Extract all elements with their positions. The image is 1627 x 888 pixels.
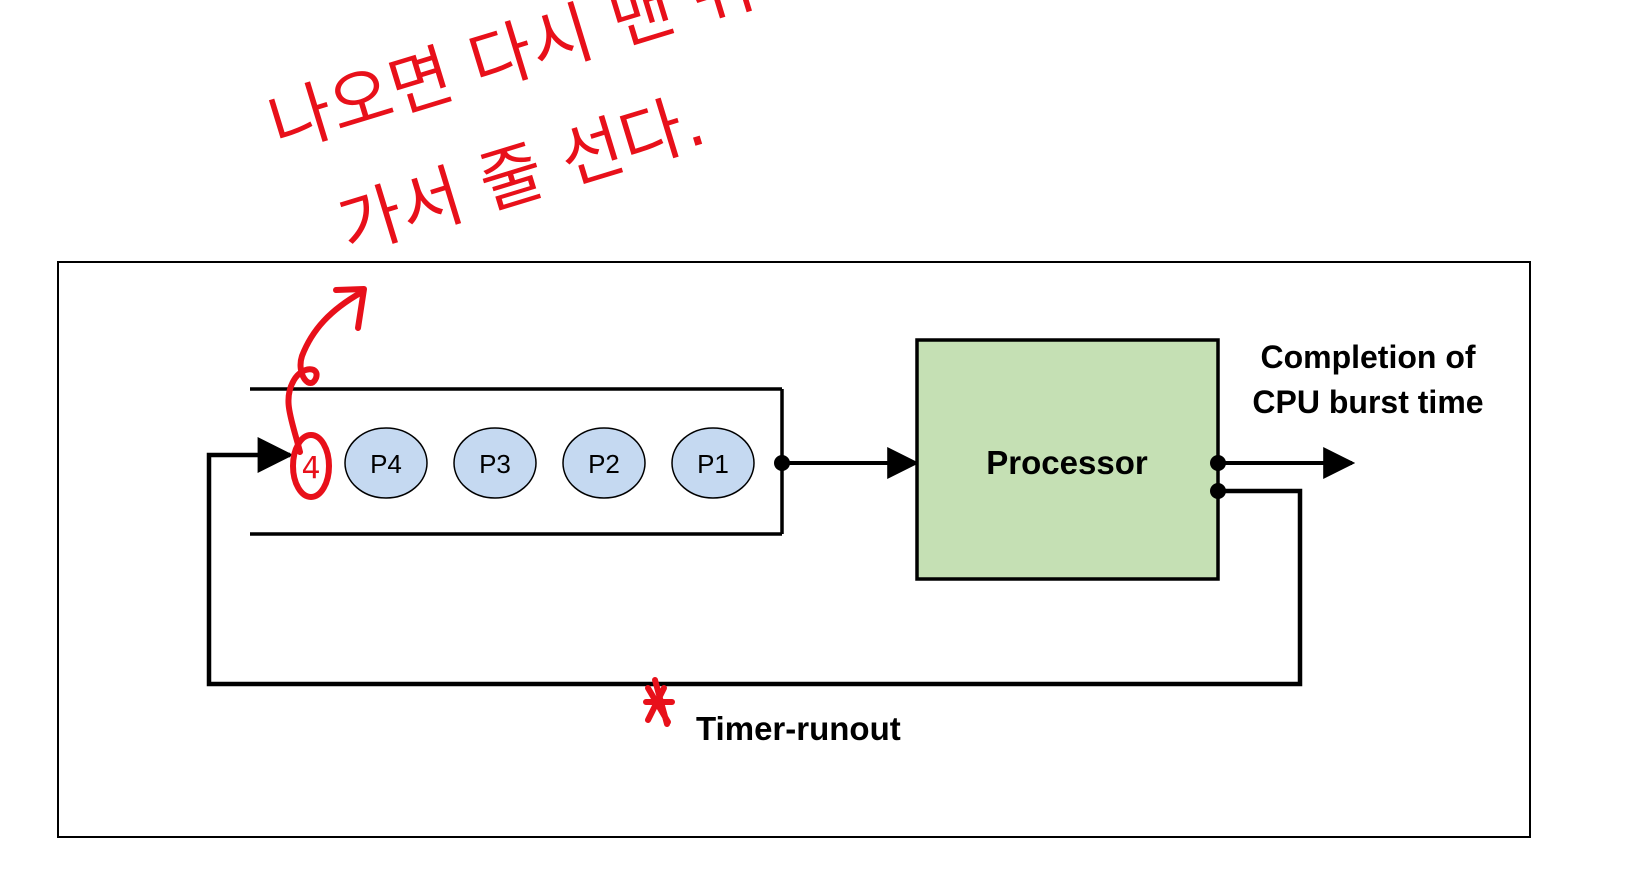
circled-number-mark bbox=[290, 432, 332, 500]
red-annotation-marks bbox=[285, 286, 675, 727]
processor-label: Processor bbox=[986, 444, 1148, 481]
process-list: P4 P3 P2 P1 bbox=[344, 427, 755, 499]
curved-return-arrow bbox=[285, 289, 365, 455]
process-p3: P3 bbox=[453, 427, 537, 499]
completion-label-line-1: Completion of bbox=[1260, 339, 1475, 375]
process-label: P3 bbox=[479, 449, 511, 479]
star-mark bbox=[643, 677, 675, 727]
process-label: P2 bbox=[588, 449, 620, 479]
process-label: P1 bbox=[697, 449, 729, 479]
process-p1: P1 bbox=[671, 427, 755, 499]
process-label: P4 bbox=[370, 449, 402, 479]
process-p2: P2 bbox=[562, 427, 646, 499]
timer-runout-loop bbox=[206, 437, 1303, 687]
process-p4: P4 bbox=[344, 427, 428, 499]
timer-runout-label: Timer-runout bbox=[696, 710, 901, 747]
diagram-frame bbox=[57, 261, 1531, 838]
circled-number-text: 4 bbox=[301, 451, 320, 486]
handwritten-annotation: 나오면 다시 맨 뒤로 가서 줄 선다. bbox=[260, 0, 824, 268]
curved-return-arrowhead bbox=[333, 286, 367, 331]
completion-label-line-2: CPU burst time bbox=[1252, 384, 1483, 420]
processor-box bbox=[915, 338, 1220, 581]
